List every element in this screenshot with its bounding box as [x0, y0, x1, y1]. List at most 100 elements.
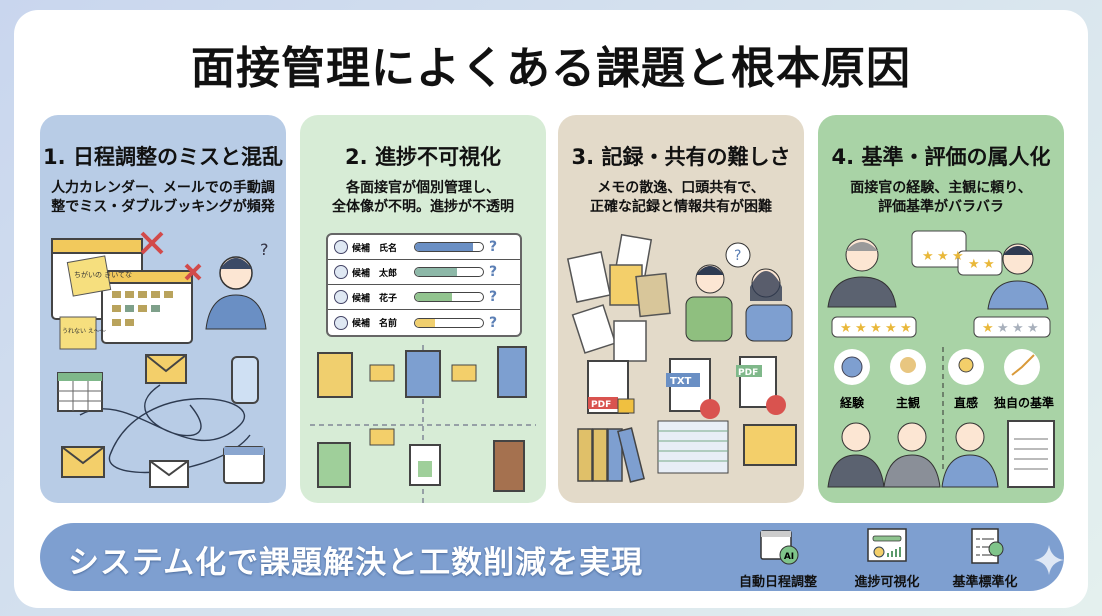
question-bubble-icon: ?: [725, 242, 751, 268]
note-text: うれない え〜〜: [62, 328, 106, 335]
pdf-file-icon: PDF: [736, 356, 786, 415]
panel-progress: 2. 進捗不可視化 各面接官が個別管理し、全体像が不明。進捗が不透明 候補 氏名…: [300, 115, 546, 503]
progress-fill: [415, 318, 436, 327]
speech-bubble: [973, 316, 1051, 338]
progress-fill: [415, 243, 473, 251]
candidate-row: 候補 氏名?: [328, 235, 520, 260]
factor-label: 独自の基準: [993, 395, 1054, 410]
panel-records: 3. 記録・共有の難しさ メモの散逸、口頭共有で、正確な記録と情報共有が困難 ?…: [558, 115, 804, 503]
star-icon: ★: [997, 321, 1009, 336]
ai-badge: AI: [784, 552, 794, 562]
speech-bubble: [911, 230, 967, 268]
progress-bar: [414, 292, 484, 302]
solution-banner: システム化で課題解決と工数削減を実現 AI 自動日程調整 進捗可視化 基準標準化: [40, 523, 1064, 591]
question-icon: ?: [489, 239, 498, 255]
desc-line: 評価基準がバラバラ: [878, 199, 1004, 215]
email-icon: [451, 364, 477, 382]
calendar-ai-icon: AI: [760, 530, 799, 565]
desc-line: 人力カレンダー、メールでの手動調: [51, 180, 275, 196]
growth-chart-icon: [1004, 349, 1040, 385]
candidate-name: 候補 名前: [352, 319, 398, 329]
panel-heading: 4. 基準・評価の属人化: [831, 145, 1051, 169]
gear-check-icon: [834, 349, 870, 385]
panel-description: 各面接官が個別管理し、全体像が不明。進捗が不透明: [300, 179, 546, 217]
feature-label: 自動日程調整: [738, 575, 817, 590]
door-icon: [497, 346, 527, 398]
progress-bar: [414, 267, 484, 277]
desc-line: メモの散逸、口頭共有で、: [597, 180, 765, 196]
question-icon: ?: [489, 314, 498, 331]
notebook-icon: [317, 352, 353, 398]
star-icon: ★: [870, 321, 882, 336]
star-icon: ★: [1012, 321, 1024, 336]
panel-scheduling: 1. 日程調整のミスと混乱 人力カレンダー、メールでの手動調整でミス・ダブルブッ…: [40, 115, 286, 503]
candidate-row: 候補 花子?: [328, 285, 520, 310]
notebook-icon: [405, 350, 441, 398]
email-icon: [61, 446, 105, 478]
svg-text:?: ?: [734, 248, 741, 264]
senior-interviewer: [827, 238, 897, 308]
scattered-records-illustration: ? PDF TXT PDF: [566, 233, 797, 483]
desc-line: 整でミス・ダブルブッキングが頻発: [51, 199, 275, 215]
binders-icon: [577, 427, 645, 483]
panel-heading: 3. 記録・共有の難しさ: [571, 145, 791, 169]
email-icon: [149, 460, 189, 488]
lightbulb-icon: [948, 349, 984, 385]
speech-bubble: [831, 316, 917, 338]
folder-icon: [743, 424, 797, 466]
star-icon: ★: [982, 321, 994, 336]
brain-head-icon: [890, 349, 926, 385]
evaluation-sheet-icon: [1007, 420, 1055, 488]
page-title: 面接管理によくある課題と根本原因: [191, 43, 911, 94]
sticky-note: ちがいの きいてな: [66, 255, 132, 297]
star-icon: ★: [900, 321, 912, 336]
star-icon: ★: [922, 249, 934, 264]
spreadsheet-icon: [57, 372, 103, 412]
panel-description: 人力カレンダー、メールでの手動調整でミス・ダブルブッキングが頻発: [40, 179, 286, 217]
feature-progress-visualization: 進捗可視化: [842, 527, 932, 590]
star-icon: ★: [885, 321, 897, 336]
paper-stack-icon: [657, 420, 729, 474]
desc-line: 正確な記録と情報共有が困難: [590, 199, 772, 215]
feature-criteria-standardization: 基準標準化: [940, 527, 1030, 590]
candidate-row: 候補 名前?: [328, 310, 520, 335]
woman-person: [745, 268, 793, 342]
email-icon: [145, 354, 187, 384]
confused-person: ?: [205, 240, 269, 330]
disconnected-docs-illustration: [310, 345, 536, 503]
feature-label: 基準標準化: [952, 575, 1018, 590]
pdf-locked-icon: PDF: [587, 360, 635, 414]
young-interviewer: [941, 422, 999, 488]
star-icon: ★: [937, 249, 949, 264]
factor-label: 主観: [896, 395, 920, 410]
candidate-name: 候補 氏名: [352, 243, 398, 254]
candidate-name: 候補 太郎: [352, 268, 398, 279]
progress-bar: [414, 242, 484, 252]
scattered-papers: [566, 233, 671, 362]
star-icon: ★: [983, 257, 995, 272]
senior-interviewer: [827, 422, 885, 488]
star-icon: ★: [855, 321, 867, 336]
scheduling-chaos-illustration: ちがいの きいてな うれない え〜〜 ?: [51, 231, 269, 488]
feature-label: 進捗可視化: [854, 575, 920, 590]
desc-line: 全体像が不明。進捗が不透明: [332, 199, 514, 215]
panel-evaluation: 4. 基準・評価の属人化 面接官の経験、主観に頼り、評価基準がバラバラ ★★★★…: [818, 115, 1064, 503]
desc-line: 各面接官が個別管理し、: [346, 180, 500, 196]
factor-label: 直感: [954, 395, 978, 410]
candidate-name: 候補 花子: [352, 293, 398, 304]
file-label: PDF: [591, 400, 611, 410]
door-icon: [493, 440, 525, 492]
email-icon: [369, 428, 395, 446]
avatar-icon: [334, 265, 348, 279]
avatar-icon: [334, 290, 348, 304]
man-person: [685, 264, 733, 342]
feature-auto-scheduling: AI 自動日程調整: [733, 527, 823, 590]
progress-fill: [415, 268, 458, 276]
progress-fill: [415, 293, 453, 301]
x-mark-icon: [140, 231, 202, 281]
candidate-row: 候補 太郎?: [328, 260, 520, 285]
factor-label: 経験: [840, 395, 865, 410]
question-icon: ?: [489, 264, 498, 280]
avatar-icon: [334, 240, 348, 254]
checklist-icon: [971, 528, 1004, 564]
